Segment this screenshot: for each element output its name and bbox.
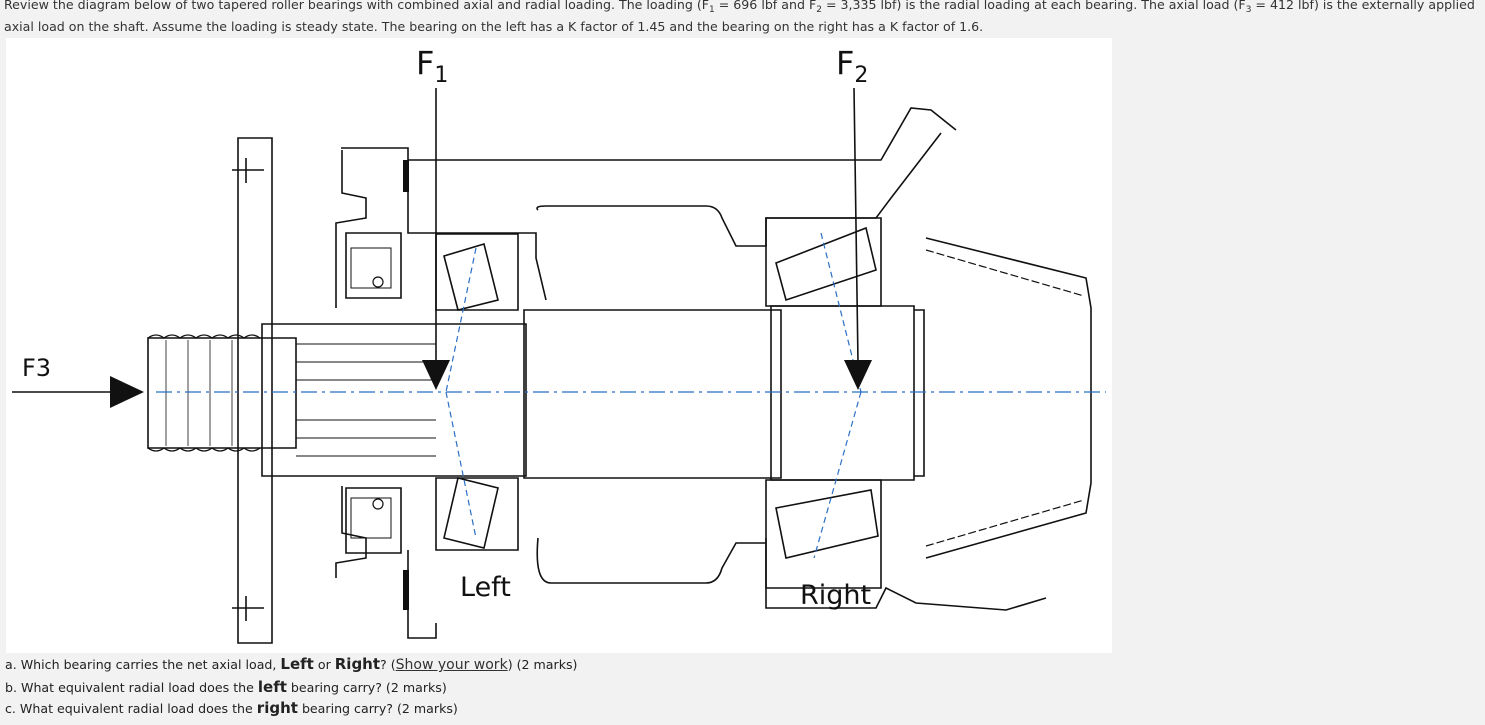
question-b: b. What equivalent radial load does the … [5, 677, 805, 699]
emphasis-right: Right [334, 655, 381, 673]
f1-arrow-head [422, 360, 450, 390]
bearing-drawing: F1 F2 F3 Left Right [12, 44, 1106, 644]
right-bearing-lower [765, 479, 882, 589]
question-text: c. What equivalent radial load does the [5, 701, 257, 716]
problem-statement-line-2: axial load on the shaft. Assume the load… [4, 19, 984, 34]
problem-statement: Review the diagram below of two tapered … [4, 0, 1484, 38]
right-bearing-upper [765, 217, 882, 307]
emphasis-right: right [256, 699, 298, 717]
emphasis-left: Left [280, 655, 314, 673]
right-bearing-label: Right [800, 580, 871, 611]
shaft-spacer [523, 309, 782, 479]
f2-arrow-line [853, 87, 859, 364]
question-text: a. Which bearing carries the net axial l… [5, 657, 281, 672]
threaded-stub [147, 337, 297, 449]
question-text: b. What equivalent radial load does the [5, 679, 258, 695]
f3-arrow-head [110, 376, 144, 408]
flange-plate [237, 137, 273, 644]
question-text: bearing carry? (2 marks) [297, 701, 458, 716]
subscript: 3 [1245, 5, 1252, 15]
question-text: ? ( [380, 657, 396, 672]
subscript: 1 [708, 5, 715, 15]
question-text: ) (2 marks) [507, 657, 578, 672]
statement-text: = 412 lbf) is the externally applied [1251, 0, 1475, 12]
f1-label: F1 [416, 44, 448, 88]
splined-shaft [261, 323, 527, 477]
housing-slab-lower [403, 570, 409, 610]
f2-label: F2 [836, 44, 868, 88]
f2-arrow-head [844, 360, 872, 390]
problem-statement-line-1: Review the diagram below of two tapered … [4, 0, 1484, 16]
emphasis-left: left [257, 677, 287, 696]
question-a: a. Which bearing carries the net axial l… [5, 654, 805, 677]
question-text: or [313, 657, 335, 672]
statement-text: = 696 lbf and F [714, 0, 817, 12]
question-list: a. Which bearing carries the net axial l… [5, 654, 805, 720]
question-text: bearing carry? (2 marks) [286, 679, 447, 695]
bearing-diagram: F1 F2 F3 Left Right [6, 38, 1112, 653]
show-your-work-link[interactable]: Show your work [395, 657, 508, 673]
left-bearing-label: Left [460, 572, 511, 603]
question-c: c. What equivalent radial load does the … [5, 698, 805, 720]
f3-label: F3 [22, 354, 51, 382]
housing-slab-upper [403, 160, 409, 192]
statement-text: Review the diagram below of two tapered … [4, 0, 709, 12]
statement-text: = 3,335 lbf) is the radial loading at ea… [821, 0, 1246, 12]
subscript: 2 [816, 5, 822, 15]
hub-cone [925, 237, 1092, 559]
left-bearing-lower [435, 477, 519, 551]
